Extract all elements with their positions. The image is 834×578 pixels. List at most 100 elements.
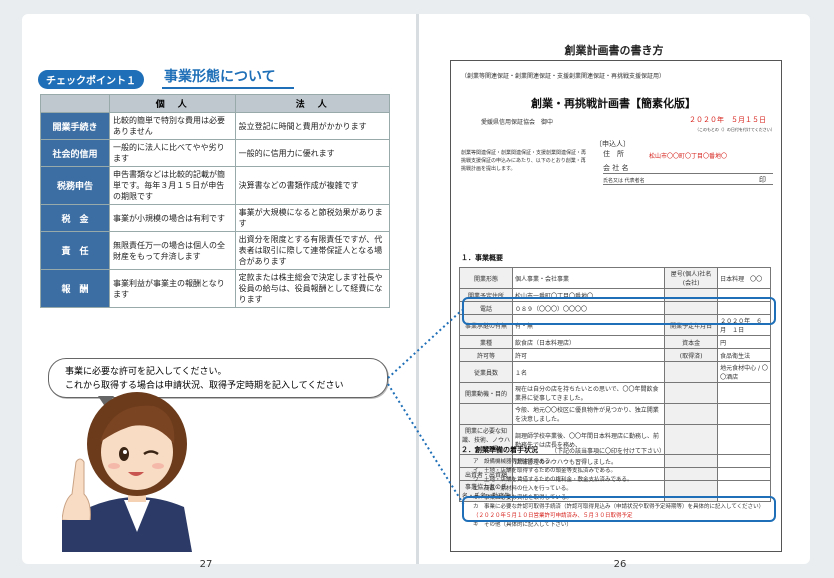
form-row-extra-label	[664, 424, 719, 455]
individual-cell: 事業が小規模の場合は有利です	[109, 204, 236, 232]
address-label: 住 所	[603, 150, 624, 158]
table-header-individual: 個 人	[109, 94, 236, 113]
form-row-extra-value: 食品衛生法	[717, 348, 771, 362]
checklist-item: ア 設備機械器等発注済である。	[473, 459, 556, 465]
corporate-cell: 設立登記に時間と費用がかかります	[234, 112, 391, 140]
form-row-extra-label	[664, 403, 719, 425]
form-row-label: 電話	[459, 301, 513, 315]
form-row-extra-value	[717, 424, 771, 455]
table-row: 税 金事業が小規模の場合は有利です事業が大規模になると節税効果があります	[40, 204, 391, 232]
form-date-note: （このもとの（）の日付を付けてください）	[695, 127, 775, 132]
form-row-extra-label	[664, 382, 719, 404]
form-row-label	[459, 403, 513, 425]
form-row-extra-value: 円	[717, 335, 771, 349]
table-header-empty	[40, 94, 110, 113]
form-header-note: （創業等関連保証・創業関連保証・支援創業関連保証・再挑戦支援保証用）	[461, 73, 666, 80]
individual-cell: 一般的に法人に比べてやや劣ります	[109, 139, 236, 167]
form-row-extra-label	[664, 454, 719, 468]
form-row-label: 開業形態	[459, 267, 513, 289]
form-row-value: １名	[511, 361, 666, 383]
right-page-title: 創業計画書の書き方	[564, 44, 664, 57]
company-label: 会 社 名	[603, 163, 773, 174]
checklist-item: イ 土地・店舗を取得するための頭金等支払済みである。	[473, 468, 616, 474]
section-2-title: ２．創業準備の着手状況	[461, 446, 538, 454]
bubble-line-2: これから取得する場合は申請状況、取得予定時期を記入してください	[65, 381, 344, 391]
business-plan-form: （創業等関連保証・創業関連保証・支援創業関連保証・再挑戦支援保証用） 創業・再挑…	[450, 60, 782, 552]
form-row: 業種飲食店（日本料理店）資本金円	[459, 335, 771, 349]
individual-cell: 無限責任万一の場合は個人の全財産をもって弁済します	[109, 231, 236, 270]
form-row: 今般、地元〇〇校区に優良物件が見つかり、独立開業を決意しました。	[459, 403, 771, 425]
table-row: 開業手続き比較的簡単で特別な費用は必要ありません設立登記に時間と費用がかかります	[40, 112, 391, 140]
checkpoint-badge: チェックポイント１	[38, 70, 144, 89]
form-row-extra-value	[717, 467, 771, 481]
seal-mark: 印	[759, 176, 766, 184]
form-row-label: 事業承継の有無	[459, 314, 513, 336]
individual-cell: 申告書類などは比較的記載が簡単です。毎年３月１５日が申告の期限です	[109, 166, 236, 205]
checklist-item: オ 事業に必要な資格を取得している。	[473, 495, 572, 501]
section-1-title: １．事業概要	[461, 254, 503, 262]
section-2-note: （下記の該当事項に〇印を付けて下さい）	[551, 448, 666, 455]
form-row-extra-value: 日本料理 〇〇	[717, 267, 771, 289]
table-row: 報 酬事業利益が事業主の報酬となります定款または株主総会で決定します社長や役員の…	[40, 269, 391, 308]
corporate-cell: 事業が大規模になると節税効果があります	[234, 204, 391, 232]
form-row-label: 許可等	[459, 348, 513, 362]
row-label: 税 金	[40, 204, 110, 232]
form-row-label: 従業員数	[459, 361, 513, 383]
table-header-corporate: 法 人	[234, 94, 391, 113]
representative-label: 氏名又は 代表者名	[603, 177, 773, 185]
table-row: 税務申告申告書類などは比較的記載が簡単です。毎年３月１５日が申告の期限です決算書…	[40, 166, 391, 205]
form-row-extra-value	[717, 403, 771, 425]
permit-row-highlight	[462, 297, 776, 325]
corporate-cell: 定款または株主総会で決定します社長や役員の給与は、役員報酬として経費になります	[234, 269, 391, 308]
corporate-cell: 出資分を限度とする有限責任ですが、代表者は取引に際して連帯保証人となる場合があり…	[234, 231, 391, 270]
left-page-number: 27	[199, 559, 213, 570]
row-label: 報 酬	[40, 269, 110, 308]
form-row-label: 開業に必要な知識、技術、ノウハウの習得	[459, 424, 513, 455]
form-row-extra-label	[664, 361, 719, 383]
form-row-value: 飲食店（日本料理店）	[511, 335, 666, 349]
checklist-item: ウ 土地・店舗を賃借するための権利金・敷金支払済みである。	[473, 477, 633, 483]
right-page-number: 26	[613, 559, 627, 570]
row-label: 社会的信用	[40, 139, 110, 167]
individual-cell: 事業利益が事業主の報酬となります	[109, 269, 236, 308]
checklist-item: エ 商品・原材料の仕入を行っている。	[473, 486, 572, 492]
form-date: ２０２０年 ５月１５日	[689, 116, 766, 124]
applicant-label: 〔申込人〕	[595, 140, 630, 148]
form-row: 許可等許可(取得済)食品衛生法	[459, 348, 771, 362]
form-row-extra-value	[717, 382, 771, 404]
form-row-value: 許可	[511, 348, 666, 362]
checklist-item: キ その他（具体的に記入して下さい）	[473, 522, 572, 528]
row-label: 税務申告	[40, 166, 110, 205]
form-row-extra-label: 資本金	[664, 335, 719, 349]
corporate-cell: 決算書などの書類作成が複雑です	[234, 166, 391, 205]
form-row-label: 業種	[459, 335, 513, 349]
business-overview-table: 開業形態個人事業・会社事業屋号(個人)社名(会社)日本料理 〇〇開業予定住所松山…	[459, 267, 771, 502]
book-spine	[416, 14, 419, 564]
guide-character-illustration	[62, 392, 192, 552]
form-row-value: 現在は自分の店を持ちたいとの思いで、〇〇年間飲食業界に従事してきました。	[511, 382, 666, 404]
form-addressee: 愛媛県信用保証協会 御中	[481, 119, 554, 126]
address-value: 松山市〇〇町〇丁目〇番地〇	[649, 153, 728, 160]
individual-cell: 比較的簡単で特別な費用は必要ありません	[109, 112, 236, 140]
corporate-cell: 一般的に信用力に優れます	[234, 139, 391, 167]
form-row-value: 今般、地元〇〇校区に優良物件が見つかり、独立開業を決意しました。	[511, 403, 666, 425]
checklist-item: カ 事業に必要な許認可取得手続済（許認可取得見込み（申請状況や取得予定時期等）を…	[473, 504, 765, 510]
speech-bubble: 事業に必要な許可を記入してください。 これから取得する場合は申請状況、取得予定時…	[48, 358, 388, 398]
checklist-item: （２０２０年５月１０日営業許可申請済み、５月３０日取得予定	[473, 513, 633, 519]
form-row: 開業形態個人事業・会社事業屋号(個人)社名(会社)日本料理 〇〇	[459, 267, 771, 289]
row-label: 責 任	[40, 231, 110, 270]
form-row-extra-label: 屋号(個人)社名(会社)	[664, 267, 719, 289]
form-row-extra-label	[664, 301, 719, 315]
form-title: 創業・再挑戦計画書【簡素化版】	[531, 97, 696, 110]
bubble-line-1: 事業に必要な許可を記入してください。	[65, 367, 227, 377]
form-row-extra-value	[717, 454, 771, 468]
form-row-extra-label: (取得済)	[664, 348, 719, 362]
form-row-value: 個人事業・会社事業	[511, 267, 666, 289]
table-row: 責 任無限責任万一の場合は個人の全財産をもって弁済します出資分を限度とする有限責…	[40, 231, 391, 270]
checkpoint-title: 事業形態について	[162, 66, 294, 89]
row-label: 開業手続き	[40, 112, 110, 140]
table-row: 社会的信用一般的に法人に比べてやや劣ります一般的に信用力に優れます	[40, 139, 391, 167]
